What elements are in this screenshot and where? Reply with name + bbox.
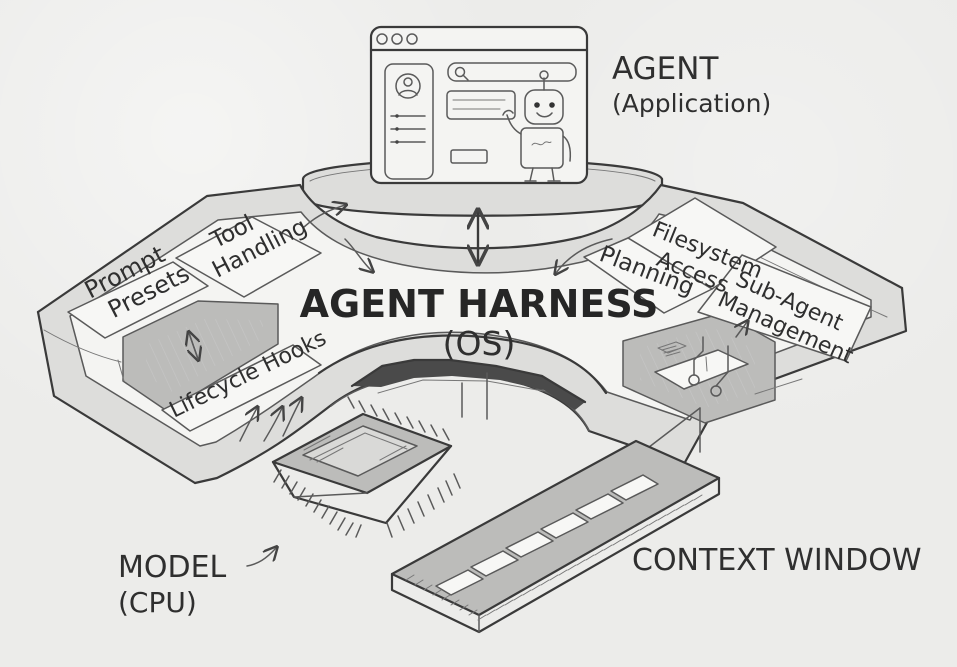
context-window-label: CONTEXT WINDOW bbox=[632, 543, 922, 578]
context-window-memory-stick bbox=[392, 441, 719, 632]
agent-sub-label: (Application) bbox=[612, 89, 771, 118]
model-sub-label: (CPU) bbox=[118, 586, 197, 619]
harness-label: AGENT HARNESS bbox=[300, 282, 659, 326]
harness-sub-label: (OS) bbox=[443, 324, 516, 363]
model-label: MODEL bbox=[118, 550, 227, 585]
agent-label: AGENT bbox=[612, 51, 719, 87]
